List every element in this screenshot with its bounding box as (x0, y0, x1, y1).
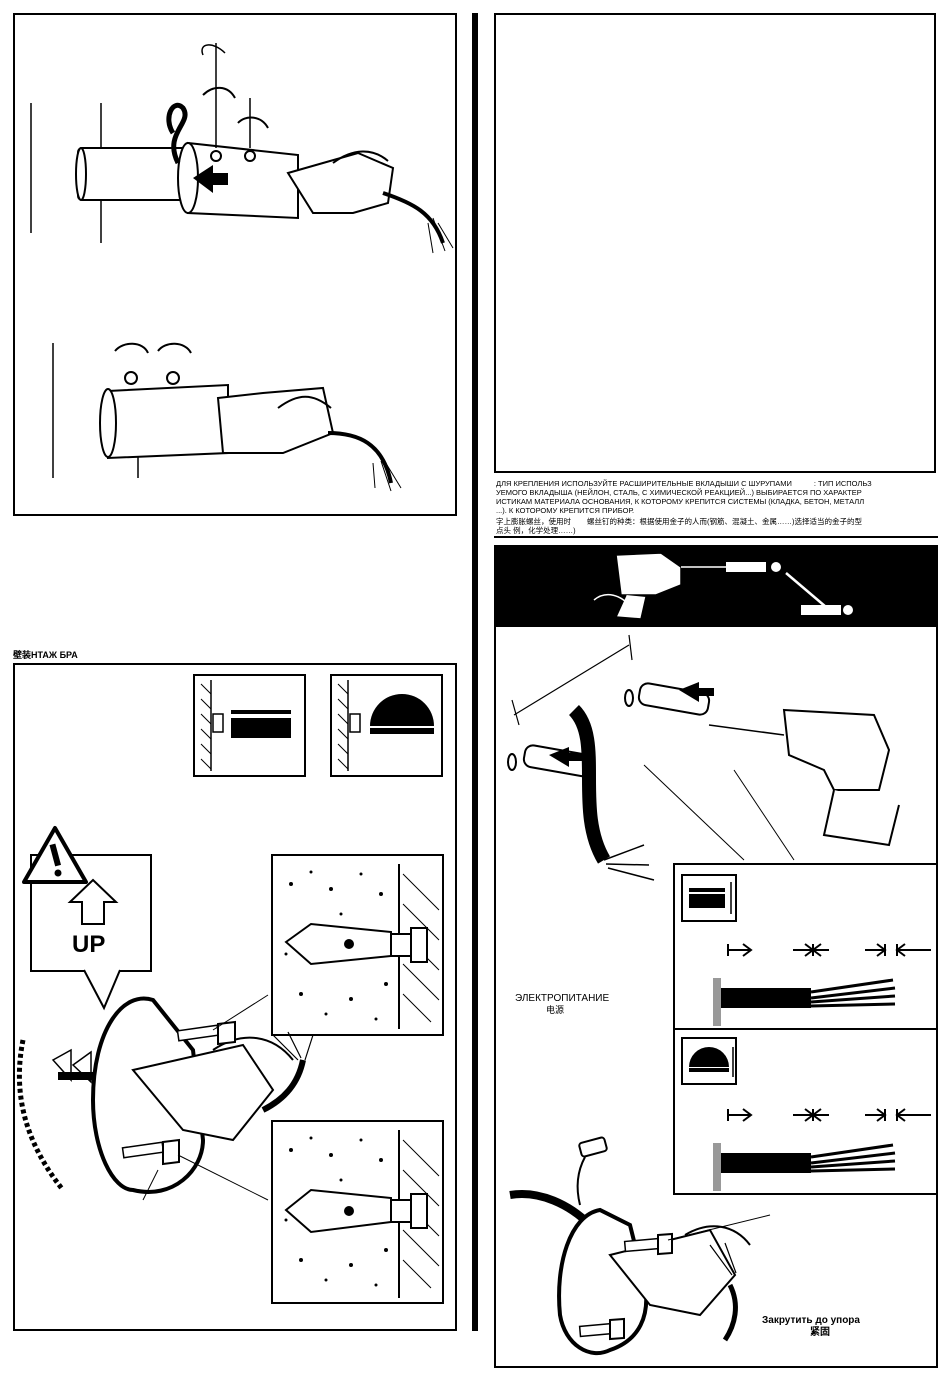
dome-lamp-small-glyph (689, 1047, 734, 1077)
anchor-detail-bottom (271, 1120, 444, 1304)
flat-lamp-icon-box (193, 674, 306, 777)
drill-wall-illustration (507, 634, 900, 881)
top-left-illustration (30, 43, 454, 492)
cable-strip-bottom (713, 1108, 931, 1191)
anchor-text-cn-line2: 点头 例，化学处理……) (496, 526, 576, 535)
dome-lamp-icon (337, 680, 434, 771)
tighten-label-ru: Закрутить до упора (762, 1315, 860, 1326)
wall-mount-title: 壁装НТАЖ БРА (13, 650, 78, 660)
final-mount-illustration (509, 1136, 771, 1356)
flat-lamp-icon (200, 680, 291, 771)
anchor-text-ru-line3: ИСТИКАМ МАТЕРИАЛА ОСНОВАНИЯ, К КОТОРОМУ … (496, 497, 865, 506)
anchor-detail-top-illustration (284, 864, 441, 1029)
callout-pointer (83, 969, 121, 1011)
cable-strip-top (713, 943, 931, 1026)
anchor-detail-top (271, 854, 444, 1036)
bracket-mount-illustration (16, 994, 314, 1201)
top-right-panel (494, 13, 936, 473)
power-label-cn: 电源 (546, 1005, 565, 1015)
top-left-panel (13, 13, 457, 516)
warning-icon (22, 826, 88, 884)
drill-banner-illustration (593, 552, 853, 620)
tighten-label-cn: 紧固 (810, 1327, 830, 1338)
up-label: UP (72, 931, 106, 958)
cable-strip-divider (673, 1028, 938, 1030)
anchor-text-ru-line1: ДЛЯ КРЕПЛЕНИЯ ИСПОЛЬЗУЙТЕ РАСШИРИТЕЛЬНЫЕ… (496, 479, 872, 488)
up-arrow-icon (67, 878, 119, 925)
anchor-text-ru-line4: ...). К КОТОРОМУ КРЕПИТСЯ ПРИБОР. (496, 506, 635, 515)
anchor-text-cn-line1: 字上膨胀螺丝，使用时螺丝钉的种类：根据使用金子的人而(钢筋、混凝土、金属……)选… (496, 517, 862, 526)
dome-lamp-icon-box (330, 674, 443, 777)
anchor-text-ru-line2: УЕМОГО ВКЛАДЫША (НЕЙЛОН, СТАЛЬ, С ХИМИЧЕ… (496, 488, 862, 497)
center-divider (472, 13, 478, 1331)
power-label-ru: ЭЛЕКТРОПИТАНИЕ (515, 993, 610, 1004)
anchor-text-block: ДЛЯ КРЕПЛЕНИЯ ИСПОЛЬЗУЙТЕ РАСШИРИТЕЛЬНЫЕ… (494, 478, 938, 538)
bottom-left-panel (13, 663, 457, 1331)
drill-banner (494, 545, 938, 627)
flat-lamp-small-glyph (689, 882, 732, 914)
anchor-detail-bottom-illustration (284, 1130, 440, 1298)
